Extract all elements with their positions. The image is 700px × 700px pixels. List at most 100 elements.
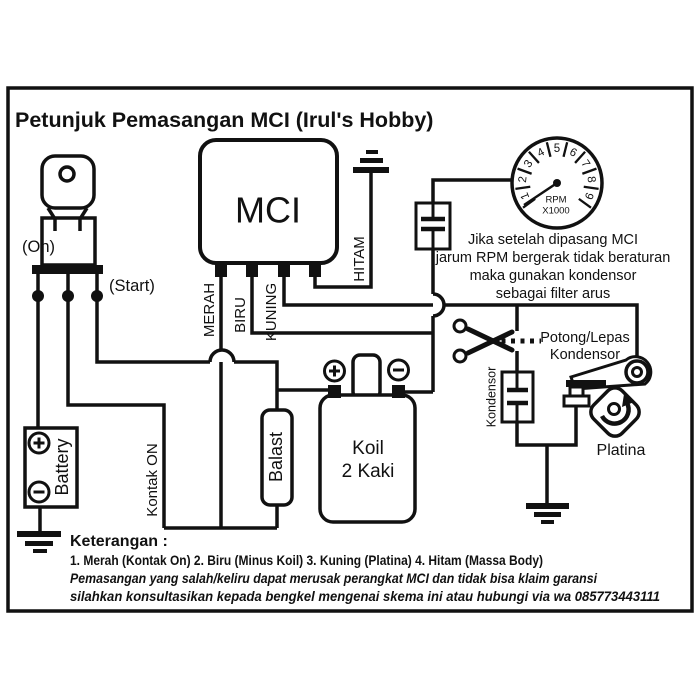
mci-pin: [309, 263, 321, 277]
ground-bar: [353, 167, 389, 173]
keterangan-line1: 1. Merah (Kontak On) 2. Biru (Minus Koil…: [70, 552, 543, 568]
key-hole: [58, 165, 76, 183]
balast-resistor: Balast: [260, 408, 294, 507]
key-blade: [46, 207, 89, 231]
pivot-hole: [631, 366, 643, 378]
ground-bar: [534, 512, 561, 517]
cut-kondensor-note: Potong/Lepas Kondensor: [452, 318, 630, 364]
gauge-tick: [528, 151, 540, 164]
keterangan-line2: Pemasangan yang salah/keliru dapat merus…: [70, 570, 598, 586]
gauge-number: 2: [517, 176, 530, 184]
hitam-wire-label: HITAM: [351, 236, 368, 282]
wire-kontak-on: [66, 273, 166, 528]
gauge-tick: [574, 151, 586, 164]
cut-note-line2: Kondensor: [550, 347, 620, 363]
note-line: maka gunakan kondensor: [470, 268, 637, 284]
note-line: sebagai filter arus: [496, 286, 610, 302]
scissor-handle: [452, 348, 468, 364]
mci-pin: [278, 263, 290, 277]
ground-bar: [526, 503, 569, 509]
capacitor-plates-icon: [421, 216, 445, 232]
koil-minus-pin: [392, 385, 405, 398]
kuning-wire-label: KUNING: [263, 283, 280, 341]
contact-dot: [62, 290, 74, 302]
note-line: jarum RPM bergerak tidak beraturan: [435, 250, 671, 266]
gauge-tick: [578, 197, 592, 209]
wire-kuning: [282, 277, 639, 361]
cut-note-line1: Potong/Lepas: [540, 330, 630, 346]
koil-plus-pin: [328, 385, 341, 398]
ignition-key-switch: (On) (Start): [22, 154, 155, 302]
keterangan-heading: Keterangan :: [70, 533, 168, 550]
wire-hop-over-merah: [208, 348, 236, 363]
fixed-contact-base: [562, 394, 591, 408]
ground-bar: [33, 549, 47, 553]
ground-platina-icon: [526, 503, 569, 524]
filter-kondensor: [414, 201, 452, 251]
ground-bar: [17, 531, 61, 537]
scissor-handle: [452, 318, 468, 334]
contact-plate: [566, 380, 606, 387]
battery-body: [23, 426, 79, 509]
gauge-tick: [583, 185, 599, 190]
mci-pin: [246, 263, 258, 277]
ground-bar: [25, 541, 53, 546]
page-title: Petunjuk Pemasangan MCI (Irul's Hobby): [15, 108, 433, 132]
mci-label: MCI: [235, 190, 301, 231]
biru-wire-label: BIRU: [232, 297, 249, 333]
kondensor: Kondensor: [484, 367, 535, 427]
mci-body: [198, 138, 339, 265]
kondensor-label: Kondensor: [484, 367, 498, 427]
scissor-blade: [465, 329, 515, 356]
wire-start-b: [234, 360, 279, 410]
gauge-tick: [545, 141, 552, 158]
cam-center: [607, 402, 621, 416]
scissor-blade: [465, 326, 515, 353]
gauge-needle: [523, 181, 558, 207]
koil-label-line1: Koil: [352, 438, 384, 459]
koil-2-kaki: Koil 2 Kaki: [318, 353, 417, 524]
keterangan-block: Keterangan : 1. Merah (Kontak On) 2. Bir…: [70, 533, 660, 604]
gauge-unit-scale: X1000: [542, 206, 569, 217]
koil-body: [318, 393, 417, 524]
gauge-tick: [517, 167, 533, 175]
battery-label: Battery: [52, 438, 72, 495]
mci-module: MCI: [198, 138, 339, 277]
gauge-tick: [562, 141, 569, 158]
merah-wire-label: MERAH: [201, 283, 218, 337]
gauge-number: 9: [582, 191, 596, 201]
plus-sign: [329, 365, 340, 377]
gauge-unit: RPM: [545, 195, 566, 206]
ground-hitam-icon: [353, 150, 389, 173]
gauge-number: 1: [519, 191, 533, 201]
ground-battery-icon: [17, 531, 61, 553]
balast-label: Balast: [266, 432, 286, 482]
gauge-needle-hub: [553, 179, 561, 187]
capacitor-plates-icon: [507, 387, 528, 406]
contact-dot: [91, 290, 103, 302]
scissors-icon: [452, 318, 515, 364]
cam-swirl-arrow: [622, 394, 634, 407]
wires-group: [36, 172, 639, 531]
wire-hitam: [313, 172, 373, 289]
gauge-tick: [581, 167, 597, 175]
ground-bar: [360, 158, 383, 163]
wire-hop-over-kuning: [432, 292, 446, 318]
minus-terminal-icon: [27, 480, 51, 504]
gauge-tick: [515, 185, 531, 190]
ground-bar: [366, 150, 378, 154]
cam-swirl: [600, 401, 631, 426]
contact-dot: [32, 290, 44, 302]
wire-gauge-top: [431, 178, 515, 203]
platina-label: Platina: [597, 442, 646, 459]
on-label: (On): [22, 238, 55, 256]
koil-tower: [351, 353, 382, 401]
minus-terminal-icon: [387, 358, 410, 382]
gauge-number: 6: [567, 146, 578, 160]
switch-contact-bar: [32, 265, 103, 274]
balast-body: [260, 408, 294, 507]
plus-terminal-icon: [27, 431, 51, 455]
rpm-note: Jika setelah dipasang MCI jarum RPM berg…: [435, 232, 671, 302]
